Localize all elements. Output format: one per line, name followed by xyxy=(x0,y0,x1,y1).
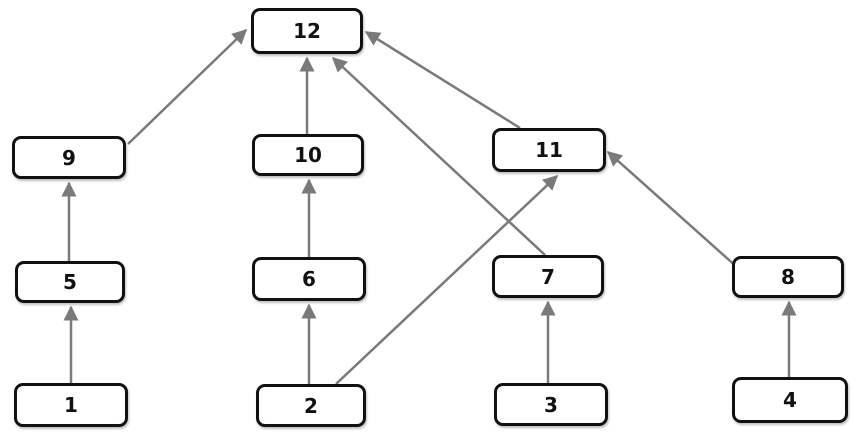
node-6: 6 xyxy=(252,257,366,301)
node-8: 8 xyxy=(732,256,844,298)
edge-9-to-12 xyxy=(127,28,248,145)
node-12: 12 xyxy=(251,8,363,54)
node-3: 3 xyxy=(494,383,608,426)
edge-8-to-11 xyxy=(606,151,739,269)
node-2: 2 xyxy=(256,384,366,427)
edge-2-to-11 xyxy=(335,174,559,385)
node-10: 10 xyxy=(252,134,364,176)
node-11: 11 xyxy=(492,128,606,172)
node-4: 4 xyxy=(732,377,848,423)
edge-11-to-12 xyxy=(364,30,521,130)
node-7: 7 xyxy=(492,255,604,298)
node-1: 1 xyxy=(14,383,128,427)
node-9: 9 xyxy=(12,136,126,179)
node-5: 5 xyxy=(15,261,125,303)
edge-7-to-12 xyxy=(331,56,546,256)
